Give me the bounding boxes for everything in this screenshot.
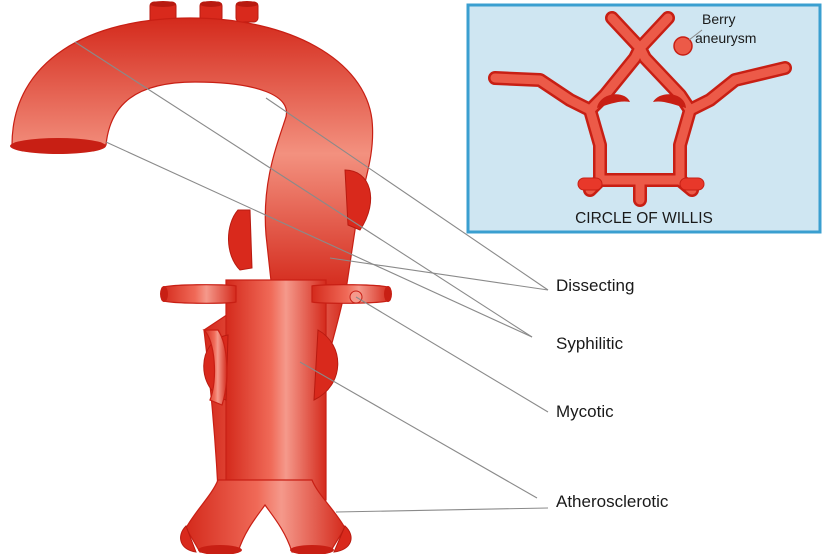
label-berry-aneurysm-line1: Berry xyxy=(702,11,735,27)
arch-branch-vessels xyxy=(149,1,259,25)
lateral-branch-vessels xyxy=(160,284,392,304)
pointer-line-mycotic xyxy=(355,296,549,413)
pointer-line-dissecting xyxy=(265,97,549,291)
label-dissecting: Dissecting xyxy=(556,276,634,295)
inset-title: CIRCLE OF WILLIS xyxy=(575,210,713,227)
pointer-line-atherosclerotic xyxy=(335,507,549,513)
circle-of-willis-vessels xyxy=(488,11,792,207)
label-syphilitic: Syphilitic xyxy=(556,334,624,353)
pointer-line-syphilitic xyxy=(105,141,533,338)
pointer-line-atherosclerotic xyxy=(299,361,538,499)
pointer-line-syphilitic xyxy=(74,41,533,338)
aorta-illustration xyxy=(10,1,392,554)
label-atherosclerotic: Atherosclerotic xyxy=(556,492,669,511)
label-berry-aneurysm-line2: aneurysm xyxy=(695,30,756,46)
iliac-bifurcation xyxy=(185,479,346,553)
label-mycotic: Mycotic xyxy=(556,402,614,421)
circle-of-willis-inset: Berry aneurysm CIRCLE OF WILLIS xyxy=(466,3,822,234)
pointer-line-dissecting xyxy=(329,257,549,291)
aortic-arch xyxy=(11,17,374,291)
pointer-line-berry-aneurysm xyxy=(688,29,703,41)
pointer-lines xyxy=(74,41,549,513)
berry-aneurysm-sac xyxy=(673,36,693,56)
ascending-aorta-opening xyxy=(10,138,106,154)
syphilitic-bulge xyxy=(228,209,253,271)
